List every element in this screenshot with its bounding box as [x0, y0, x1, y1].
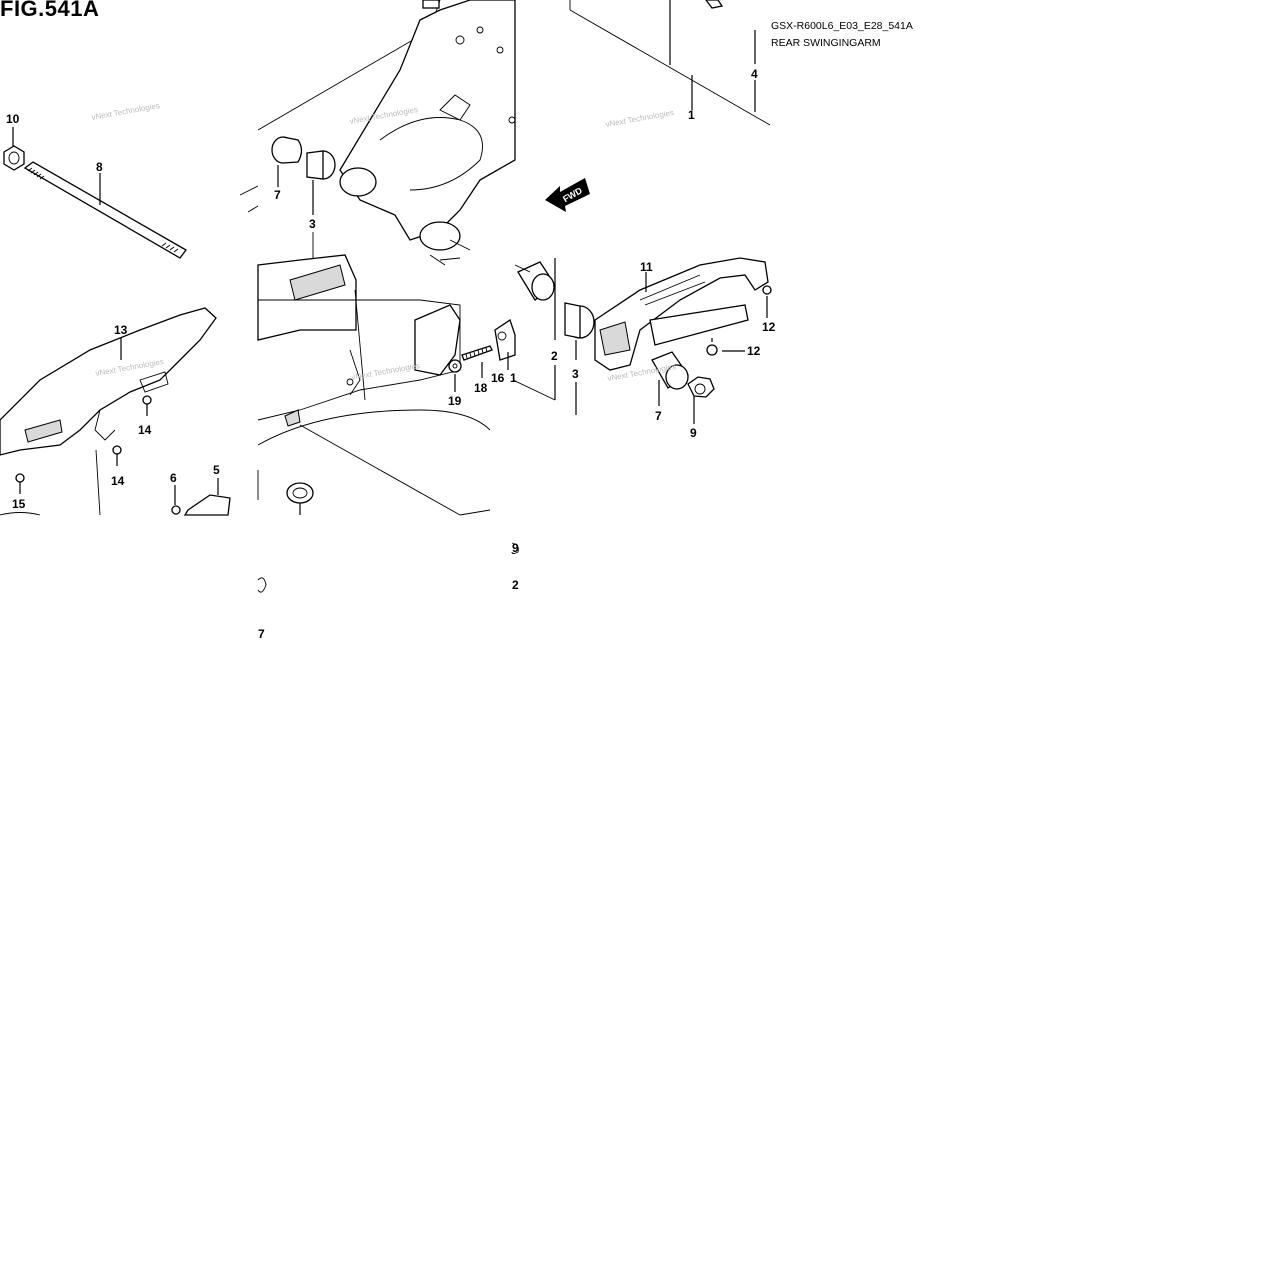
collar-part — [271, 136, 336, 215]
watermark-text: vNext Technologies — [351, 361, 421, 382]
needle-bearing-part — [286, 482, 314, 515]
callout-5: 5 — [213, 463, 220, 477]
callout-10: 10 — [6, 112, 20, 126]
callout-19: 19 — [448, 394, 462, 408]
nut-part — [3, 127, 25, 171]
figure-title: FIG.541A — [0, 0, 100, 21]
swingarm-upper — [239, 0, 516, 266]
callout-18: 18 — [474, 381, 488, 395]
callout-6: 6 — [170, 471, 177, 485]
watermark-text: vNext Technologies — [91, 101, 161, 122]
callout-17-cut: 7 — [258, 627, 265, 641]
callout-1: 1 — [688, 108, 695, 122]
callouts: 10 8 13 14 14 15 6 5 7 3 19 18 16 1 2 3 … — [6, 67, 776, 641]
watermark-text: vNext Technologies — [605, 108, 675, 129]
callout-4: 4 — [751, 67, 758, 81]
callout-16-cut: 1 — [510, 371, 517, 385]
callout-9: 9 — [690, 426, 697, 440]
callout-14: 14 — [111, 474, 125, 488]
callout-12: 12 — [747, 344, 761, 358]
cushion-lever-part — [594, 257, 769, 371]
callout-15: 15 — [12, 497, 26, 511]
chain-cover-part — [0, 307, 217, 456]
callout-12: 12 — [762, 320, 776, 334]
spacer-part — [512, 258, 595, 415]
callout-9-cut: 9 — [512, 541, 519, 555]
callout-8: 8 — [96, 160, 103, 174]
clip-part — [257, 542, 519, 593]
callout-13: 13 — [114, 323, 128, 337]
bolt-part — [706, 285, 772, 356]
callout-2-cut: 2 — [512, 578, 519, 592]
callout-16: 16 — [491, 371, 505, 385]
callout-11: 11 — [640, 260, 653, 274]
callout-14: 14 — [138, 423, 152, 437]
callout-7: 7 — [274, 188, 281, 202]
collar-nut-part — [651, 351, 715, 424]
chain-adjuster-part — [448, 318, 516, 392]
callout-3: 3 — [572, 367, 579, 381]
guard-part — [171, 478, 231, 516]
axle-part — [23, 161, 187, 259]
fwd-arrow-icon: FWD — [545, 178, 590, 212]
swingarm-body — [257, 232, 491, 516]
figure-code: GSX-R600L6_E03_E28_541A — [771, 20, 913, 32]
frame-lines — [569, 0, 771, 126]
bolt-part — [0, 395, 152, 516]
figure-name: REAR SWINGINGARM — [771, 37, 881, 49]
callout-2: 2 — [551, 349, 558, 363]
callout-3: 3 — [309, 217, 316, 231]
callout-7: 7 — [655, 409, 662, 423]
